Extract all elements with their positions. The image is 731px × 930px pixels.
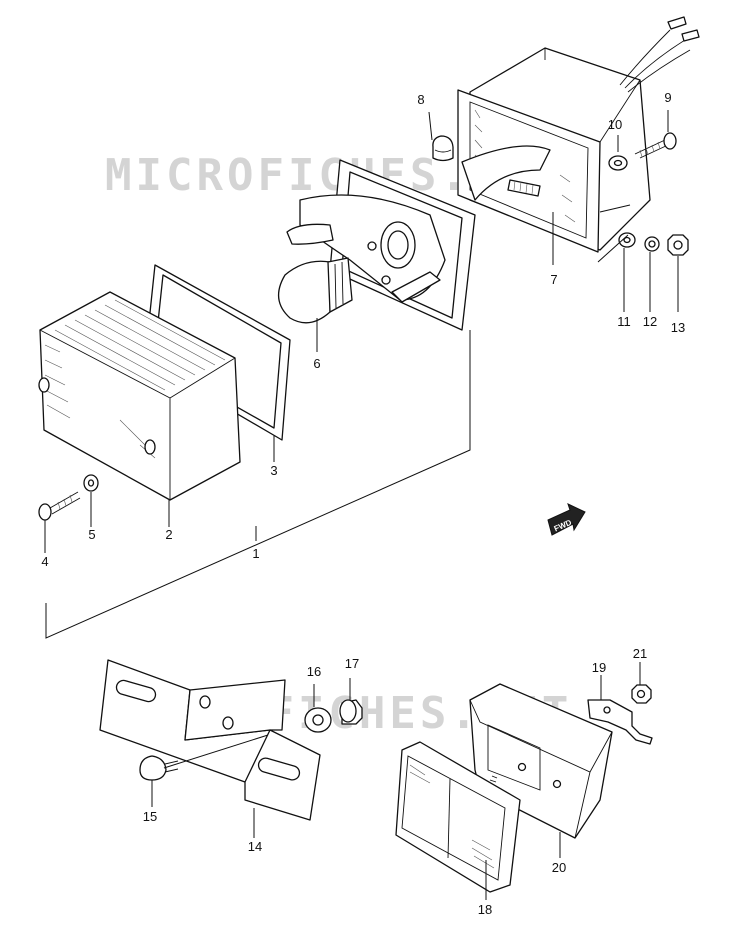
screw-part-9 <box>634 132 677 159</box>
lens-part-2 <box>38 291 241 501</box>
callout-10: 10 <box>608 117 622 132</box>
nut-part-21 <box>631 684 652 704</box>
housing-part-7 <box>457 47 651 253</box>
wire-leads <box>619 16 700 93</box>
callout-7: 7 <box>550 272 557 287</box>
screw-part-4 <box>38 491 81 521</box>
callout-13: 13 <box>671 320 685 335</box>
callout-5: 5 <box>88 527 95 542</box>
bracket-part-14 <box>99 659 321 821</box>
washer-part-5 <box>83 474 99 492</box>
callout-15: 15 <box>143 809 157 824</box>
socket-bracket <box>461 145 551 201</box>
washer-part-16 <box>304 707 332 733</box>
grommet-part-17 <box>339 699 363 725</box>
callout-20: 20 <box>552 860 566 875</box>
callout-9: 9 <box>664 90 671 105</box>
callout-16: 16 <box>307 664 321 679</box>
lens-part-18 <box>395 741 521 893</box>
callout-8: 8 <box>417 92 424 107</box>
callout-6: 6 <box>313 356 320 371</box>
lock-washer-part-12 <box>644 236 660 252</box>
callout-19: 19 <box>592 660 606 675</box>
clip-part-19 <box>587 699 653 745</box>
callout-18: 18 <box>478 902 492 917</box>
callout-21: 21 <box>633 646 647 661</box>
callout-2: 2 <box>165 527 172 542</box>
callout-11: 11 <box>617 314 631 329</box>
leader-lines <box>44 110 679 900</box>
callout-12: 12 <box>643 314 657 329</box>
callout-17: 17 <box>345 656 359 671</box>
reflector-plate <box>286 194 446 303</box>
bolt-part-15 <box>139 755 179 781</box>
callout-4: 4 <box>41 554 48 569</box>
callout-14: 14 <box>248 839 262 854</box>
callout-3: 3 <box>270 463 277 478</box>
washer-part-11 <box>618 232 636 248</box>
callout-1: 1 <box>252 546 259 561</box>
callout-labels: 1 2 3 4 5 6 7 8 9 10 11 12 13 14 15 16 1… <box>41 90 685 917</box>
nut-part-13 <box>667 234 689 256</box>
assembly-bracket-part-1 <box>45 330 471 639</box>
bulb-part-6 <box>278 257 353 324</box>
washer-part-10 <box>608 155 628 171</box>
cap-part-8 <box>432 135 454 162</box>
fwd-arrow-icon: FWD <box>547 503 586 536</box>
